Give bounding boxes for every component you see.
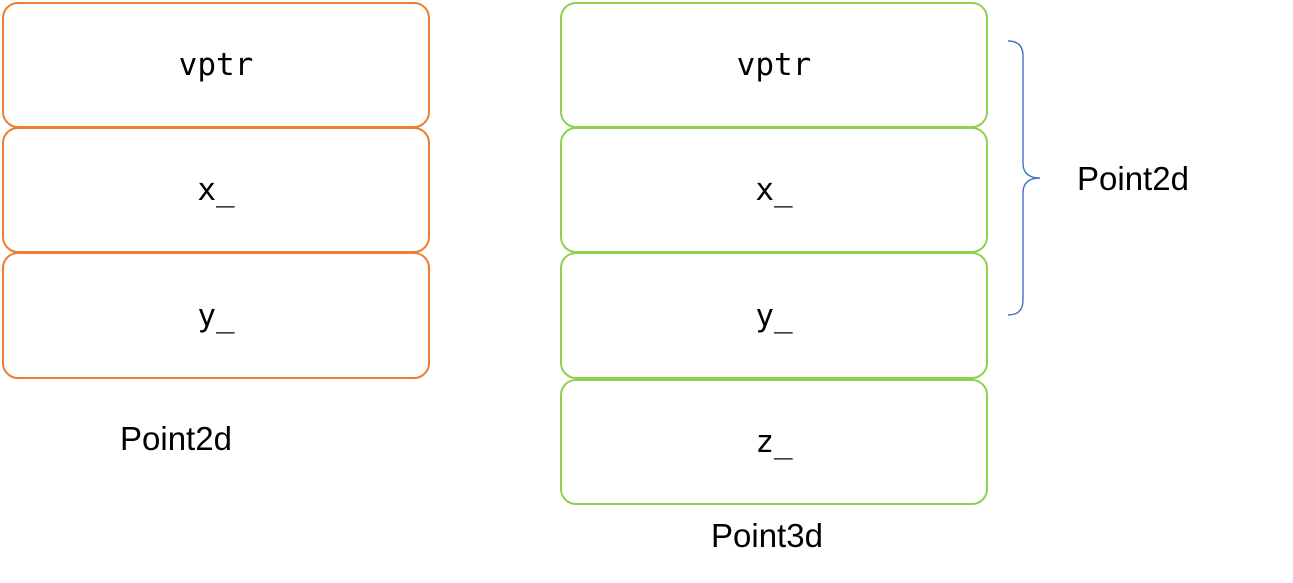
- point3d-caption: Point3d: [711, 517, 823, 554]
- brace-path: [1007, 40, 1041, 316]
- point3d-field-y: y_: [560, 252, 988, 379]
- point2d-caption: Point2d: [120, 420, 232, 457]
- point3d-field-z: z_: [560, 379, 988, 505]
- point2d-field-y: y_: [2, 252, 430, 379]
- point2d-field-vptr: vptr: [2, 2, 430, 128]
- point3d-field-x: x_: [560, 127, 988, 253]
- brace-label: Point2d: [1077, 160, 1189, 197]
